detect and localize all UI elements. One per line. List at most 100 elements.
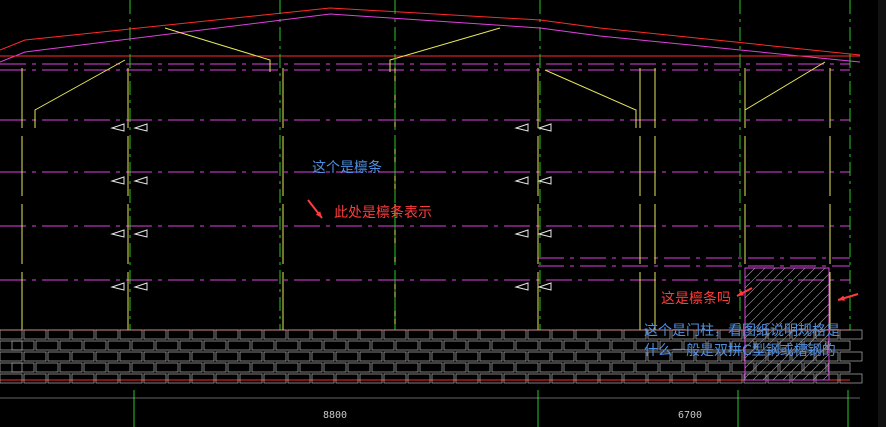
brick — [251, 340, 275, 351]
dimension-right-span: 6700 — [678, 410, 703, 421]
brick — [731, 362, 755, 373]
brick — [0, 373, 23, 384]
brick — [575, 373, 599, 384]
brick — [707, 340, 731, 351]
brick — [311, 351, 335, 362]
purlin-symbol — [133, 176, 148, 185]
brick — [155, 340, 179, 351]
brick — [827, 340, 851, 351]
brick — [59, 340, 83, 351]
brick — [275, 362, 299, 373]
brick — [527, 373, 551, 384]
brick — [347, 340, 371, 351]
brick — [71, 373, 95, 384]
hatch-line — [744, 267, 806, 329]
brick — [419, 340, 443, 351]
brick — [767, 373, 791, 384]
brick — [695, 329, 719, 340]
brick — [119, 329, 143, 340]
brick — [203, 362, 227, 373]
purlin-symbol — [133, 123, 148, 132]
brick — [191, 351, 215, 362]
brick — [443, 362, 467, 373]
brick — [11, 340, 35, 351]
brick — [359, 351, 383, 362]
brick — [287, 373, 311, 384]
brick — [731, 340, 755, 351]
brick — [335, 329, 359, 340]
brick — [11, 362, 35, 373]
purlin-symbol — [537, 282, 552, 291]
brick — [0, 362, 23, 373]
brick — [659, 340, 683, 351]
brick — [719, 351, 743, 362]
brick — [131, 362, 155, 373]
brick — [419, 362, 443, 373]
brick — [0, 351, 23, 362]
brick — [227, 340, 251, 351]
brick — [383, 373, 407, 384]
brick — [395, 362, 419, 373]
brick — [479, 351, 503, 362]
brick — [119, 373, 143, 384]
brick — [815, 329, 839, 340]
brick — [695, 373, 719, 384]
brick — [647, 351, 671, 362]
brick — [167, 329, 191, 340]
brick — [515, 340, 539, 351]
annotation-arrows — [307, 199, 859, 301]
purlin-symbol — [110, 282, 125, 291]
brick — [647, 373, 671, 384]
brick — [503, 329, 527, 340]
brick — [779, 340, 803, 351]
brick — [743, 373, 767, 384]
brick — [479, 329, 503, 340]
brick — [107, 340, 131, 351]
brick — [371, 340, 395, 351]
grid-axis-lines — [0, 0, 860, 427]
brick — [623, 329, 647, 340]
knee-brace — [389, 27, 501, 72]
brick — [203, 340, 227, 351]
brick — [107, 362, 131, 373]
brick — [611, 362, 635, 373]
brick — [755, 340, 779, 351]
brick — [335, 373, 359, 384]
brick — [503, 373, 527, 384]
purlin-symbol — [110, 229, 125, 238]
brick-wall-base — [0, 329, 863, 384]
purlin-symbols — [110, 123, 552, 291]
brick — [95, 351, 119, 362]
brick — [119, 351, 143, 362]
brick — [47, 329, 71, 340]
hatch-line — [744, 267, 826, 349]
brick — [503, 351, 527, 362]
brick — [275, 340, 299, 351]
brick — [479, 373, 503, 384]
brick — [191, 373, 215, 384]
brick — [839, 373, 863, 384]
brick — [143, 329, 167, 340]
arrow-to-purlin-symbol-head — [315, 211, 322, 218]
purlin-symbol — [110, 123, 125, 132]
brick — [551, 329, 575, 340]
brick — [0, 340, 23, 351]
brick — [599, 329, 623, 340]
brick — [215, 329, 239, 340]
hatch-line — [744, 267, 796, 319]
brick — [47, 373, 71, 384]
hatch-line — [744, 283, 830, 369]
brick — [443, 340, 467, 351]
brick — [383, 351, 407, 362]
brick — [683, 362, 707, 373]
brick — [635, 340, 659, 351]
purlin-question: 这是檩条吗 — [661, 291, 731, 307]
brick — [659, 362, 683, 373]
purlin-symbol — [133, 229, 148, 238]
brick — [239, 351, 263, 362]
brick — [47, 351, 71, 362]
brick — [371, 362, 395, 373]
brick — [743, 329, 767, 340]
brick — [227, 362, 251, 373]
hatch-line — [744, 267, 766, 289]
